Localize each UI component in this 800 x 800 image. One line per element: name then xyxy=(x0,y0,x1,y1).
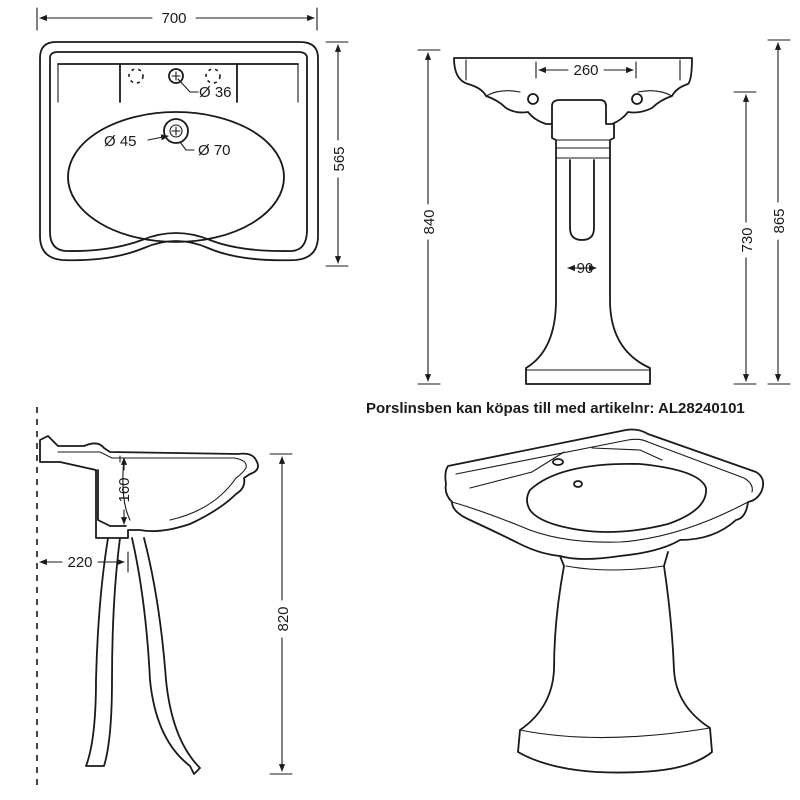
dim-wall-distance: 220 xyxy=(67,554,92,571)
dim-waste-inner: Ø 45 xyxy=(104,133,137,150)
perspective-view xyxy=(444,428,765,774)
waste-inner xyxy=(169,124,183,138)
tap-hole-right xyxy=(205,68,221,84)
side-view: 160 220 820 xyxy=(36,407,293,790)
perspective-waste xyxy=(573,480,583,488)
dim-waste-outer: Ø 70 xyxy=(198,142,231,159)
basin-top-outline xyxy=(39,41,319,262)
dim-front-hole-spacing: 260 xyxy=(573,62,598,79)
front-hole-left xyxy=(527,93,539,105)
tap-hole-left xyxy=(128,68,144,84)
front-view: 840 730 865 260 xyxy=(417,39,791,385)
leg-front xyxy=(85,537,121,767)
dim-overall-height: 865 xyxy=(771,208,788,233)
tap-hole-center xyxy=(168,68,184,84)
dim-top-depth: 565 xyxy=(331,146,348,171)
front-hole-right xyxy=(631,93,643,105)
top-view: 700 565 Ø 36 Ø 45 Ø 70 xyxy=(36,7,349,267)
article-note: Porslinsben kan köpas till med artikelnr… xyxy=(366,400,745,417)
dim-leg-height: 820 xyxy=(275,606,292,631)
dim-tap-hole: Ø 36 xyxy=(199,84,232,101)
dim-bowl-depth: 160 xyxy=(116,477,133,502)
dim-pedestal-height: 730 xyxy=(739,227,756,252)
pedestal-front xyxy=(525,123,651,385)
bowl-ellipse xyxy=(67,111,285,243)
dim-pedestal-foot: 90 xyxy=(577,260,594,277)
leg-rear xyxy=(131,537,201,775)
dim-front-height-total: 840 xyxy=(421,209,438,234)
dim-top-width: 700 xyxy=(161,10,186,27)
waste-outer xyxy=(163,118,189,144)
basin-side-outline xyxy=(39,435,259,539)
perspective-tap-hole xyxy=(552,458,564,466)
pedestal-perspective xyxy=(517,551,713,774)
